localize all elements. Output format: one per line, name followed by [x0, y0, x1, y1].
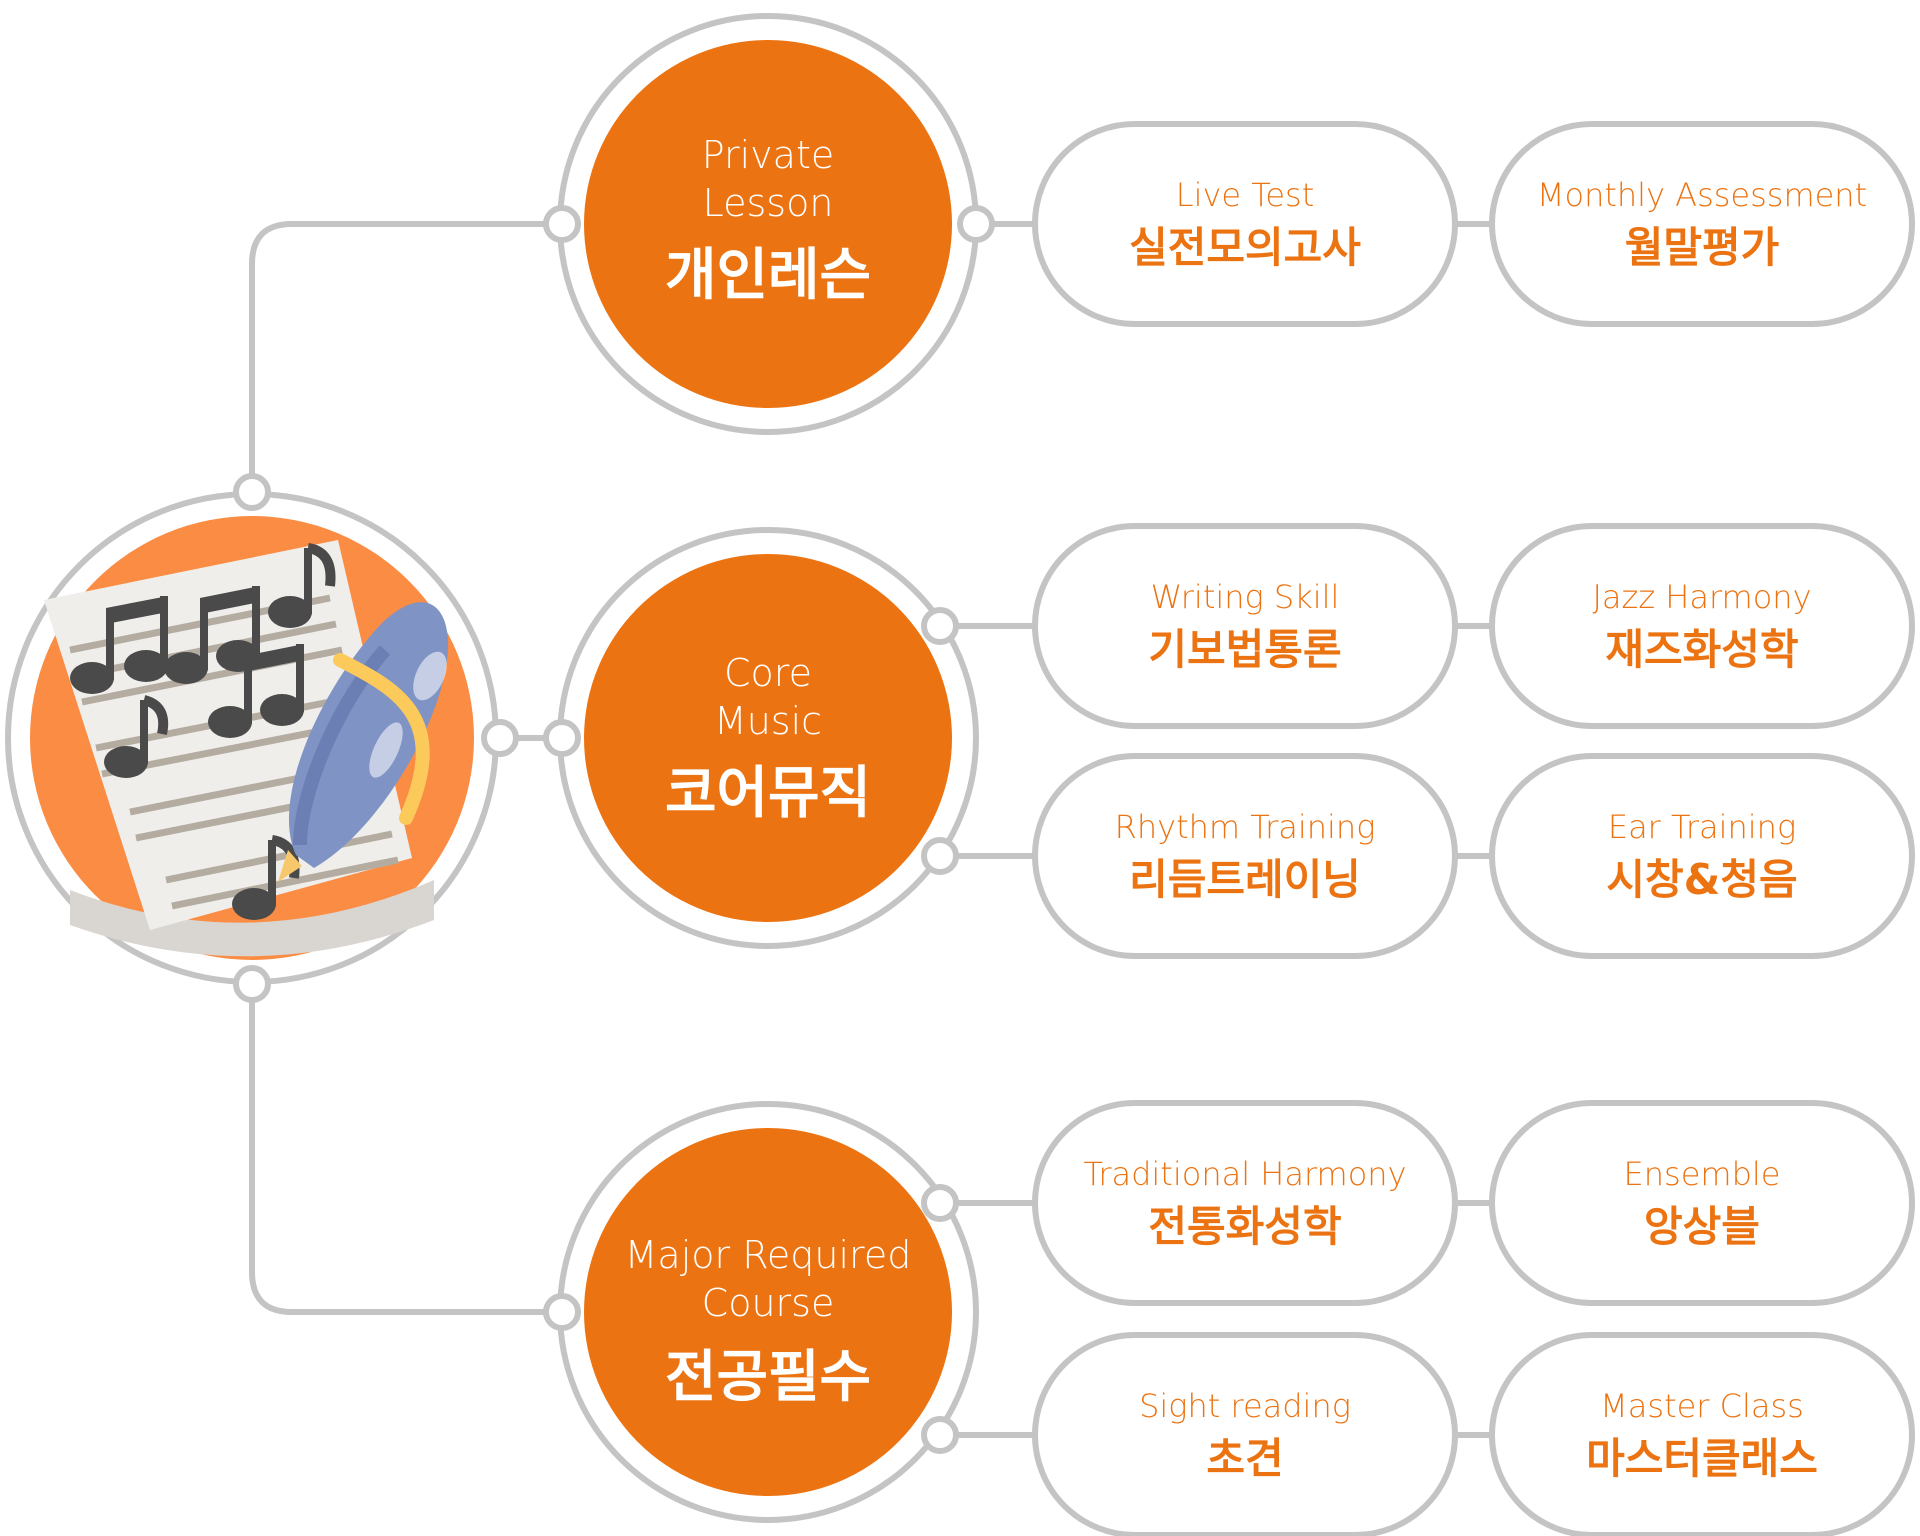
- item-live-test[interactable]: [1032, 121, 1458, 327]
- trunk-line-top: [249, 221, 562, 492]
- item-ko: 기보법통론: [1148, 625, 1341, 674]
- category-private-lesson[interactable]: Private Lesson 개인레슨: [543, 13, 995, 435]
- category-en-line1: Core: [724, 651, 812, 695]
- item-ko: 시창&청음: [1606, 855, 1797, 904]
- item-master-class[interactable]: [1489, 1332, 1915, 1536]
- item-ko: 리듬트레이닝: [1129, 855, 1361, 904]
- item-writing-skill[interactable]: [1032, 523, 1458, 729]
- item-en: Rhythm Training: [1115, 808, 1376, 846]
- category-ko: 전공필수: [665, 1345, 871, 1410]
- category-en-line2: Lesson: [703, 181, 834, 225]
- item-ko: 실전모의고사: [1129, 223, 1361, 272]
- item-en: Monthly Assessment: [1537, 176, 1867, 214]
- center-hub: [5, 491, 499, 985]
- item-pills: [1032, 121, 1915, 1536]
- item-traditional-harmony[interactable]: [1032, 1100, 1458, 1306]
- category-en-line1: Major Required: [625, 1233, 912, 1277]
- item-ko: 전통화성학: [1148, 1202, 1341, 1251]
- category-ko: 개인레슨: [665, 243, 871, 308]
- item-en: Ensemble: [1624, 1155, 1781, 1193]
- item-ko: 앙상블: [1644, 1202, 1760, 1251]
- category-major-required-course[interactable]: Major Required Course 전공필수: [543, 1101, 979, 1523]
- item-en: Writing Skill: [1151, 578, 1340, 616]
- item-sight-reading[interactable]: [1032, 1332, 1458, 1536]
- category-ko: 코어뮤직: [665, 761, 871, 826]
- item-ensemble[interactable]: [1489, 1100, 1915, 1306]
- item-monthly-assessment[interactable]: [1489, 121, 1915, 327]
- item-ear-training[interactable]: [1489, 753, 1915, 959]
- item-rhythm-training[interactable]: [1032, 753, 1458, 959]
- item-ko: 마스터클래스: [1586, 1434, 1818, 1483]
- pen-icon: [278, 602, 449, 882]
- sheet-music-pen-icon: [44, 540, 449, 957]
- item-ko: 월말평가: [1625, 223, 1780, 272]
- category-en-line1: Private: [702, 133, 834, 177]
- item-labels: Live Test 실전모의고사 Monthly Assessment 월말평가…: [1083, 176, 1867, 1483]
- item-ko: 재즈화성학: [1605, 625, 1798, 674]
- item-ko: 초견: [1206, 1434, 1283, 1483]
- item-jazz-harmony[interactable]: [1489, 523, 1915, 729]
- item-en: Jazz Harmony: [1592, 578, 1811, 616]
- item-en: Master Class: [1600, 1387, 1804, 1425]
- item-en: Ear Training: [1608, 808, 1796, 846]
- item-en: Traditional Harmony: [1083, 1155, 1406, 1193]
- category-en-line2: Music: [714, 699, 822, 743]
- item-en: Live Test: [1176, 176, 1315, 214]
- category-core-music[interactable]: Core Music 코어뮤직: [543, 527, 979, 949]
- category-en-line2: Course: [702, 1281, 835, 1325]
- item-en: Sight reading: [1139, 1387, 1351, 1425]
- trunk-line-bottom: [249, 984, 562, 1315]
